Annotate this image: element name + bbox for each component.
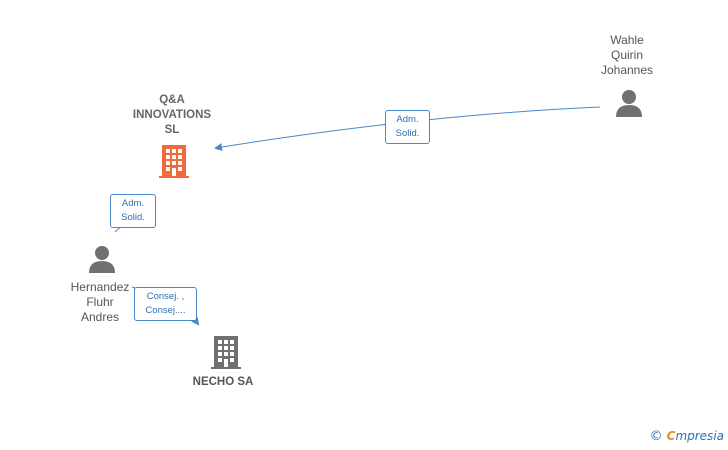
edge-label-wahle-qa[interactable]: Adm. Solid.	[385, 110, 430, 144]
copyright-icon: ©	[649, 429, 663, 444]
person-label-hernandez[interactable]: Hernandez Fluhr Andres	[70, 280, 130, 324]
building-icon[interactable]	[158, 143, 190, 179]
brand-initial: C	[666, 429, 676, 443]
brand-watermark: ©Cmpresia	[650, 429, 724, 444]
person-label-wahle[interactable]: Wahle Quirin Johannes	[600, 33, 654, 77]
brand-name: mpresia	[675, 429, 724, 443]
person-icon[interactable]	[87, 244, 117, 274]
edge-label-hernandez-necho[interactable]: Consej. , Consej....	[134, 287, 197, 321]
building-icon[interactable]	[210, 334, 242, 370]
company-label-qa-innovations[interactable]: Q&A INNOVATIONS SL	[132, 94, 212, 136]
company-label-necho[interactable]: NECHO SA	[192, 376, 254, 388]
edge-label-hernandez-qa[interactable]: Adm. Solid.	[110, 194, 156, 228]
person-icon[interactable]	[614, 88, 644, 118]
